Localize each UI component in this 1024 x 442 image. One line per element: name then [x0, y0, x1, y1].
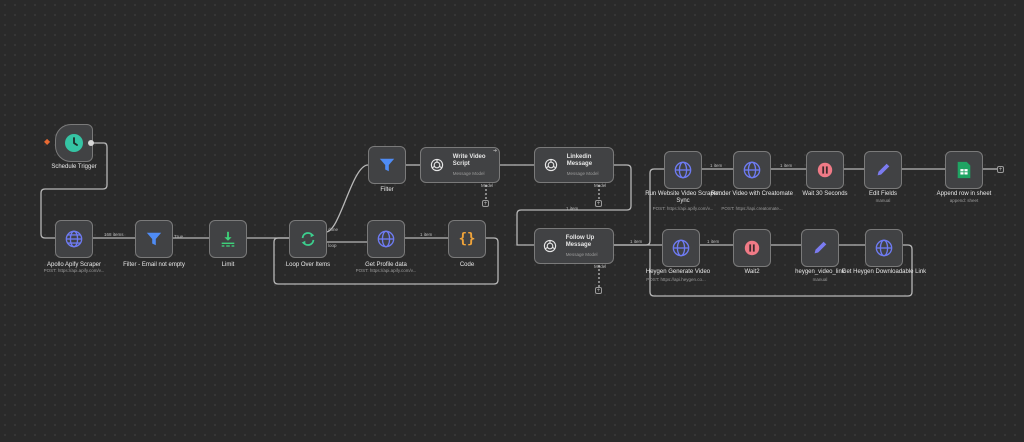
pin-icon: ➜ — [493, 148, 498, 154]
node-filter[interactable] — [368, 146, 406, 184]
output-port[interactable] — [88, 140, 94, 146]
model-label: Model — [594, 183, 607, 188]
node-apollo-apify-scraper[interactable] — [55, 220, 93, 258]
node-subtitle: Message Model — [565, 251, 598, 257]
openai-icon — [541, 154, 561, 176]
clock-icon — [63, 132, 85, 154]
pencil-icon — [809, 237, 831, 259]
node-label: Filter - Email not empty — [123, 262, 185, 268]
node-label: Get Profile data — [365, 262, 407, 268]
limit-icon — [217, 228, 239, 250]
node-heygen-video-link[interactable] — [801, 229, 839, 267]
node-label: Write Video Script — [452, 153, 486, 167]
filter-icon — [376, 154, 398, 176]
node-label: Get Heygen Downloadable Link — [841, 269, 927, 275]
node-label: heygen_video_link — [795, 269, 845, 275]
node-code[interactable]: {} — [448, 220, 486, 258]
add-model-button[interactable]: + — [595, 287, 602, 294]
node-subtitle: POST: https://api.creatomate... — [721, 206, 783, 211]
globe-icon — [375, 228, 397, 250]
node-limit[interactable] — [209, 220, 247, 258]
node-subtitle: POST: https://api.heygen.co... — [646, 277, 706, 282]
node-label: Edit Fields — [868, 191, 897, 197]
add-model-button[interactable]: + — [482, 200, 489, 207]
node-subtitle: POST: https://api.apify.com/v... — [43, 268, 105, 273]
pause-icon — [741, 237, 763, 259]
openai-icon — [541, 235, 560, 257]
pause-icon — [814, 159, 836, 181]
node-subtitle: Message Model — [452, 170, 485, 176]
node-subtitle: manual — [875, 198, 891, 203]
node-label: Wait 30 Seconds — [802, 191, 848, 197]
edge-label: done — [328, 227, 339, 232]
node-label: Code — [459, 262, 475, 268]
filter-icon — [143, 228, 165, 250]
node-label: Limit — [221, 262, 235, 268]
node-wait-30-seconds[interactable] — [806, 151, 844, 189]
edge-label: 1 item — [630, 239, 643, 244]
model-label: Model — [481, 183, 494, 188]
edge-label: 1 item — [420, 232, 433, 237]
node-subtitle: POST: https://api.apify.com/v... — [652, 206, 714, 211]
node-wait2[interactable] — [733, 229, 771, 267]
code-braces-icon: {} — [458, 231, 476, 247]
node-label: Apollo Apify Scraper — [46, 262, 102, 268]
edge-label: 1 item — [707, 239, 720, 244]
node-get-profile-data[interactable] — [367, 220, 405, 258]
node-schedule-trigger[interactable] — [55, 124, 93, 162]
trigger-bolt-icon: ◆ — [44, 137, 51, 146]
node-heygen-generate-video[interactable] — [662, 229, 700, 267]
edge-label: True — [174, 234, 184, 239]
globe-icon — [873, 237, 895, 259]
node-run-website-video-scraper[interactable] — [664, 151, 702, 189]
node-label: Run Website Video Scraper: Sync — [645, 191, 721, 204]
node-loop-over-items[interactable] — [289, 220, 327, 258]
globe-icon — [741, 159, 763, 181]
node-get-heygen-downloadable-link[interactable] — [865, 229, 903, 267]
globe-icon — [672, 159, 694, 181]
node-label: Wait2 — [744, 269, 760, 275]
node-append-row-in-sheet[interactable] — [945, 151, 983, 189]
openai-icon — [427, 154, 447, 176]
globe-icon — [63, 228, 85, 250]
node-label: Schedule Trigger — [51, 164, 97, 170]
model-label: Model — [594, 264, 607, 269]
edge-label: 1 item — [710, 163, 723, 168]
node-subtitle: append: sheet — [949, 198, 979, 203]
node-label: Render Video with Creatomate — [711, 191, 793, 197]
node-label: Follow Up Message — [565, 234, 595, 248]
node-label: Append row in sheet — [936, 191, 992, 197]
edge-label: 168 items — [104, 232, 124, 237]
node-render-video-creatomate[interactable] — [733, 151, 771, 189]
edge-label: 1 item — [566, 206, 579, 211]
node-subtitle: Message Model — [566, 170, 599, 176]
pencil-icon — [872, 159, 894, 181]
node-label: Linkedin Message — [566, 153, 593, 167]
add-node-button[interactable]: + — [997, 166, 1004, 173]
node-edit-fields[interactable] — [864, 151, 902, 189]
node-subtitle: POST: https://api.apify.com/v... — [355, 268, 417, 273]
node-label: Heygen Generate Video — [645, 269, 711, 275]
node-label: Loop Over Items — [285, 262, 331, 268]
node-label: Filter — [380, 187, 394, 193]
sheets-icon — [953, 159, 975, 181]
globe-icon — [670, 237, 692, 259]
node-filter-email[interactable] — [135, 220, 173, 258]
loop-icon — [297, 228, 319, 250]
add-model-button[interactable]: + — [595, 200, 602, 207]
node-subtitle: manual — [812, 277, 828, 282]
edge-label: 1 item — [780, 163, 793, 168]
edge-label: loop — [328, 243, 337, 248]
